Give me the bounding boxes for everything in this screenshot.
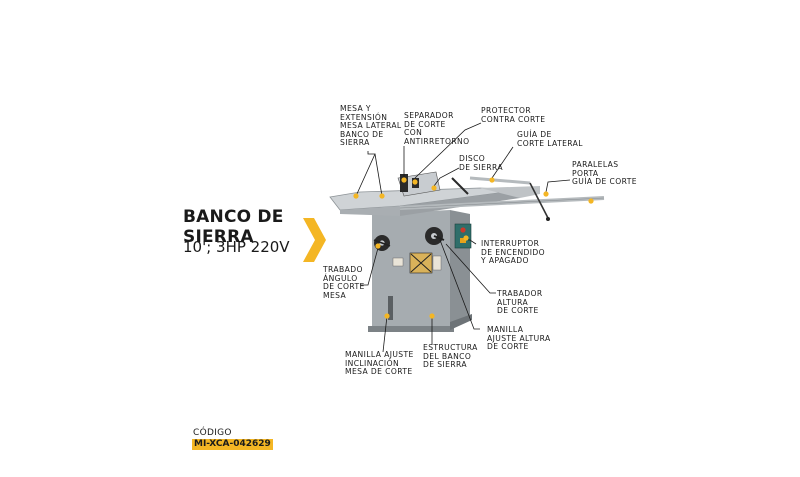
label-separador: SEPARADOR DE CORTE CON ANTIRRETORNO bbox=[404, 111, 470, 146]
chevron-arrow-icon bbox=[303, 218, 326, 262]
label-trabado-angulo: TRABADO ÁNGULO DE CORTE MESA bbox=[323, 265, 365, 300]
tilt-wheel bbox=[373, 235, 391, 251]
code-label: CÓDIGO bbox=[193, 428, 232, 438]
label-trabador-altura: TRABADOR ALTURA DE CORTE bbox=[497, 289, 543, 316]
height-wheel bbox=[425, 227, 445, 245]
leader-lines bbox=[355, 122, 571, 353]
switch-box bbox=[454, 223, 472, 249]
label-interruptor: INTERRUPTOR DE ENCENDIDO Y APAGADO bbox=[481, 239, 546, 266]
label-estructura: ESTRUCTURA DEL BANCO DE SIERRA bbox=[423, 343, 478, 370]
label-paralelas: PARALELAS PORTA GUÍA DE CORTE bbox=[572, 160, 637, 187]
label-manilla-altura: MANILLA AJUSTE ALTURA DE CORTE bbox=[487, 325, 551, 352]
leader-dots bbox=[353, 177, 594, 319]
label-mesa-extension: MESA Y EXTENSIÓN MESA LATERAL BANCO DE S… bbox=[340, 104, 402, 148]
fence-rails bbox=[399, 176, 605, 221]
label-disco: DISCO DE SIERRA bbox=[459, 154, 503, 172]
label-guia-lateral: GUÍA DE CORTE LATERAL bbox=[517, 130, 583, 148]
product-title: BANCO DE SIERRA bbox=[183, 207, 284, 247]
label-manilla-inclinacion: MANILLA AJUSTE INCLINACIÓN MESA DE CORTE bbox=[345, 350, 414, 377]
product-subtitle: 10'; 3HP 220V bbox=[183, 238, 290, 256]
label-protector: PROTECTOR CONTRA CORTE bbox=[481, 106, 546, 124]
code-value: MI-XCA-042629 bbox=[192, 439, 273, 450]
saw-table bbox=[329, 186, 540, 216]
